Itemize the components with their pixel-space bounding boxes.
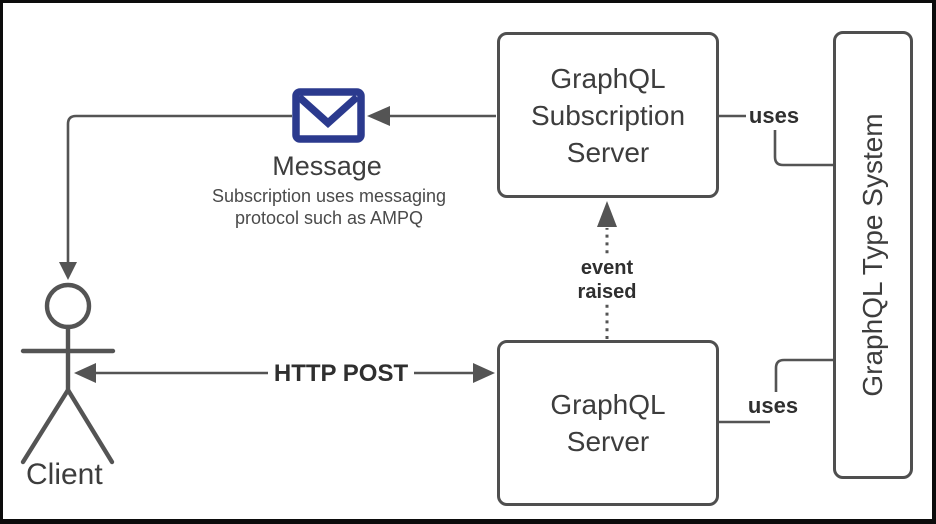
message-label: Message xyxy=(272,151,382,181)
envelope-flap xyxy=(296,94,360,129)
node-label-line: GraphQL xyxy=(550,389,666,420)
node-graphql-type-system xyxy=(833,31,913,479)
message-caption: Subscription uses messaging protocol suc… xyxy=(194,185,464,229)
node-label-line: Server xyxy=(566,426,650,457)
edge-uses-top-elbow xyxy=(773,130,833,167)
arrowhead-into-client xyxy=(59,262,77,280)
message-caption-line: Subscription uses messaging xyxy=(211,186,447,206)
arrowhead-into-envelope xyxy=(367,106,390,126)
client-label: Client xyxy=(26,458,103,491)
edge-message-to-client xyxy=(66,114,292,263)
arrowhead-event-raised xyxy=(597,201,617,227)
node-graphql-server: GraphQL Server xyxy=(497,340,719,506)
envelope-icon xyxy=(292,88,365,143)
node-label-line: Server xyxy=(566,136,650,168)
node-graphql-subscription-server: GraphQL Subscription Server xyxy=(497,32,719,198)
uses-bottom-edge-label: uses xyxy=(745,392,801,419)
event-raised-edge-label: event raised xyxy=(549,256,665,304)
node-label-line: GraphQL xyxy=(550,62,666,94)
http-post-edge-label: HTTP POST xyxy=(268,359,414,388)
arrowhead-http-post-right xyxy=(473,363,495,383)
type-system-label: GraphQL Type System xyxy=(857,113,888,397)
edge-uses-bottom-elbow xyxy=(774,358,833,394)
uses-top-edge-label: uses xyxy=(746,102,802,129)
node-label-line: Subscription xyxy=(530,99,686,131)
client-figure-head xyxy=(44,282,92,330)
message-caption-line: protocol such as AMPQ xyxy=(234,208,424,228)
client-figure-legs xyxy=(20,387,115,465)
arrowhead-http-post-left xyxy=(74,363,96,383)
